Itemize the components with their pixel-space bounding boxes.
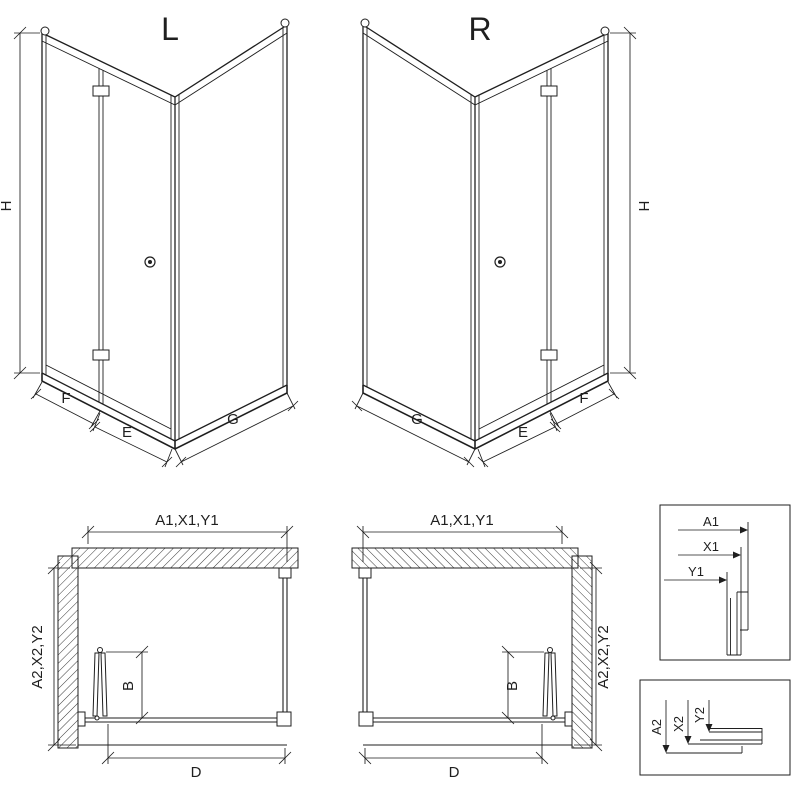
detail-label-y2: Y2 [692, 707, 707, 723]
y1-arrowhead [719, 576, 727, 584]
detail-label-x1: X1 [703, 539, 719, 554]
dim-label-height-right: H [635, 201, 652, 212]
profile-cap-right [280, 18, 290, 28]
glass-outline [41, 24, 288, 442]
plan-dim-opening-right: D [449, 764, 460, 781]
detail-label-y1: Y1 [688, 564, 704, 579]
door-pivot-top [97, 647, 103, 653]
door-hinge-bottom [92, 349, 110, 361]
folded-door-leaf-2 [100, 652, 108, 717]
detail-box-width [659, 504, 791, 661]
profile-lines [41, 27, 288, 439]
plan-dim-projection-right: B [504, 681, 521, 691]
door-handle-center [148, 260, 152, 264]
rail-wall-bracket [77, 711, 86, 727]
corner-post [276, 711, 292, 727]
detail-label-x2: X2 [671, 716, 686, 732]
y2-arrowhead [705, 724, 713, 732]
plan-dimension-lines [47, 525, 294, 765]
plan-dim-width-right: A1,X1,Y1 [430, 512, 493, 529]
detail-box-depth [639, 679, 791, 776]
plan-dim-opening-left: D [191, 764, 202, 781]
glass-and-rail-lines [78, 568, 288, 746]
wall-profile-connector [278, 567, 292, 579]
detail-width-arrow-lines [664, 529, 741, 581]
plan-view-geometry [47, 525, 299, 765]
variant-label-right: R [468, 11, 491, 47]
door-hinge-top [92, 85, 110, 97]
iso-enclosure-geometry [13, 18, 299, 468]
folded-door-leaf-1 [92, 652, 100, 717]
detail-depth-profile-section [666, 728, 763, 754]
dim-label-fixed-right: F [579, 390, 588, 407]
detail-label-a2: A2 [649, 719, 664, 735]
dim-label-side-right: G [411, 411, 423, 428]
plan-dim-depth-right: A2,X2,Y2 [595, 625, 612, 688]
dim-label-side-left: G [227, 411, 239, 428]
variant-label-left: L [161, 11, 179, 47]
dimension-lines [13, 26, 299, 468]
detail-box-depth-border [639, 679, 791, 776]
door-pivot-bottom [94, 715, 100, 721]
dim-label-height-left: H [0, 201, 15, 212]
plan-view-geometry-mirrored [351, 525, 603, 765]
wall-side-hatched [57, 555, 79, 749]
dim-label-entry-left: E [122, 424, 132, 441]
x2-arrowhead [684, 736, 692, 744]
plan-dim-width-left: A1,X1,Y1 [155, 512, 218, 529]
detail-box-width-border [659, 504, 791, 661]
dim-label-entry-right: E [518, 424, 528, 441]
a1-arrowhead [740, 526, 748, 534]
detail-width-profile-section [726, 522, 749, 656]
profile-cap-left [40, 26, 50, 36]
dim-label-fixed-left: F [61, 390, 70, 407]
plan-dim-projection-left: B [120, 681, 137, 691]
tray-lines [41, 373, 288, 450]
a2-arrowhead [662, 745, 670, 753]
wall-top-hatched [71, 547, 299, 569]
plan-dim-depth-left: A2,X2,Y2 [29, 625, 46, 688]
iso-enclosure-geometry-mirrored [351, 18, 637, 468]
detail-label-a1: A1 [703, 514, 719, 529]
detail-depth-arrow-lines [665, 700, 710, 746]
x1-arrowhead [733, 551, 741, 559]
